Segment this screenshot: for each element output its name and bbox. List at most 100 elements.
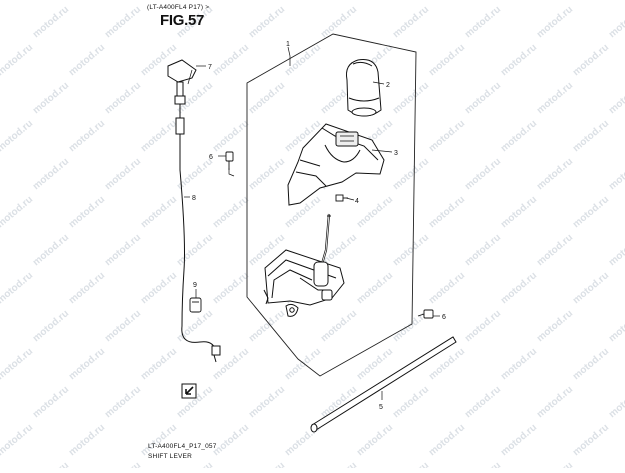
watermark-text: motod.ru [211, 118, 251, 154]
watermark-text: motod.ru [31, 384, 71, 420]
watermark-text: motod.ru [0, 346, 35, 382]
callout-4: 4 [355, 198, 359, 205]
watermark-text: motod.ru [463, 232, 503, 268]
watermark-text: motod.ru [139, 0, 179, 2]
watermark-text: motod.ru [499, 0, 539, 2]
shift-lever-bracket [263, 213, 345, 317]
watermark-text: motod.ru [175, 232, 215, 268]
bolt-part-6-lower [417, 309, 434, 319]
watermark-text: motod.ru [319, 460, 359, 468]
watermark-text: motod.ru [355, 0, 395, 2]
watermark-text: motod.ru [283, 346, 323, 382]
watermark-text: motod.ru [391, 384, 431, 420]
watermark-text: motod.ru [139, 270, 179, 306]
watermark-text: motod.ru [31, 80, 71, 116]
watermark-text: motod.ru [535, 308, 575, 344]
shift-rod [310, 336, 457, 433]
callout-7: 7 [208, 64, 212, 71]
watermark-text: motod.ru [67, 42, 107, 78]
watermark-text: motod.ru [67, 270, 107, 306]
watermark-text: motod.ru [67, 194, 107, 230]
watermark-text: motod.ru [175, 460, 215, 468]
watermark-text: motod.ru [463, 460, 503, 468]
watermark-text: motod.ru [103, 232, 143, 268]
watermark-text: motod.ru [499, 118, 539, 154]
leader-lines [184, 46, 440, 400]
watermark-text: motod.ru [247, 460, 287, 468]
watermark-text: motod.ru [571, 194, 611, 230]
watermark-text: motod.ru [607, 4, 625, 40]
watermark-text: motod.ru [499, 422, 539, 458]
watermark-text: motod.ru [499, 270, 539, 306]
watermark-text: motod.ru [247, 80, 287, 116]
callout-5: 5 [379, 404, 383, 411]
watermark-text: motod.ru [463, 156, 503, 192]
watermark-text: motod.ru [139, 194, 179, 230]
diagram-title: SHIFT LEVER [148, 453, 192, 460]
diagram-code: LT-A400FL4_P17_057 [148, 443, 217, 450]
watermark-text: motod.ru [499, 346, 539, 382]
watermark-text: motod.ru [427, 118, 467, 154]
watermark-text: motod.ru [427, 0, 467, 2]
watermark-text: motod.ru [391, 156, 431, 192]
watermark-text: motod.ru [67, 422, 107, 458]
watermark-text: motod.ru [535, 460, 575, 468]
watermark-text: motod.ru [175, 308, 215, 344]
watermark-text: motod.ru [0, 118, 35, 154]
watermark-text: motod.ru [463, 384, 503, 420]
watermark-text: motod.ru [391, 232, 431, 268]
watermark-text: motod.ru [31, 4, 71, 40]
watermark-text: motod.ru [427, 194, 467, 230]
watermark-text: motod.ru [427, 422, 467, 458]
watermark-text: motod.ru [211, 0, 251, 2]
watermark-text: motod.ru [319, 308, 359, 344]
watermark-text: motod.ru [463, 308, 503, 344]
watermark-text: motod.ru [0, 42, 35, 78]
callout-8: 8 [192, 195, 196, 202]
watermark-text: motod.ru [391, 460, 431, 468]
watermark-text: motod.ru [0, 422, 35, 458]
watermark-text: motod.ru [31, 232, 71, 268]
watermark-text: motod.ru [427, 270, 467, 306]
clip-part-9 [189, 297, 202, 313]
watermark-text: motod.ru [247, 384, 287, 420]
watermark-text: motod.ru [535, 156, 575, 192]
watermark-text: motod.ru [535, 4, 575, 40]
watermark-text: motod.ru [0, 270, 35, 306]
watermark-text: motod.ru [0, 0, 35, 2]
watermark-text: motod.ru [535, 384, 575, 420]
shift-cover [287, 123, 385, 206]
watermark-text: motod.ru [607, 232, 625, 268]
watermark-text: motod.ru [211, 270, 251, 306]
figure-number: FIG.57 [160, 12, 205, 29]
callout-3: 3 [394, 150, 398, 157]
watermark-text: motod.ru [67, 346, 107, 382]
shift-cable [167, 59, 221, 363]
callout-6-lower: 6 [442, 314, 446, 321]
shift-knob [346, 59, 382, 117]
watermark-text: motod.ru [535, 80, 575, 116]
watermark-text: motod.ru [355, 422, 395, 458]
watermark-text: motod.ru [427, 42, 467, 78]
watermark-text: motod.ru [283, 0, 323, 2]
watermark-text: motod.ru [391, 4, 431, 40]
watermark-text: motod.ru [499, 194, 539, 230]
watermark-text: motod.ru [211, 194, 251, 230]
front-direction-arrow-icon [181, 383, 197, 399]
watermark-text: motod.ru [535, 232, 575, 268]
callout-2: 2 [386, 82, 390, 89]
watermark-text: motod.ru [571, 346, 611, 382]
watermark-text: motod.ru [103, 156, 143, 192]
watermark-text: motod.ru [571, 0, 611, 2]
watermark-text: motod.ru [139, 118, 179, 154]
watermark-text: motod.ru [0, 194, 35, 230]
watermark-text: motod.ru [67, 118, 107, 154]
callout-1: 1 [286, 41, 290, 48]
bolt-part-6-upper [225, 151, 234, 170]
watermark-text: motod.ru [607, 384, 625, 420]
watermark-text: motod.ru [571, 270, 611, 306]
callout-6-upper: 6 [209, 154, 213, 161]
watermark-text: motod.ru [31, 308, 71, 344]
watermark-text: motod.ru [355, 194, 395, 230]
